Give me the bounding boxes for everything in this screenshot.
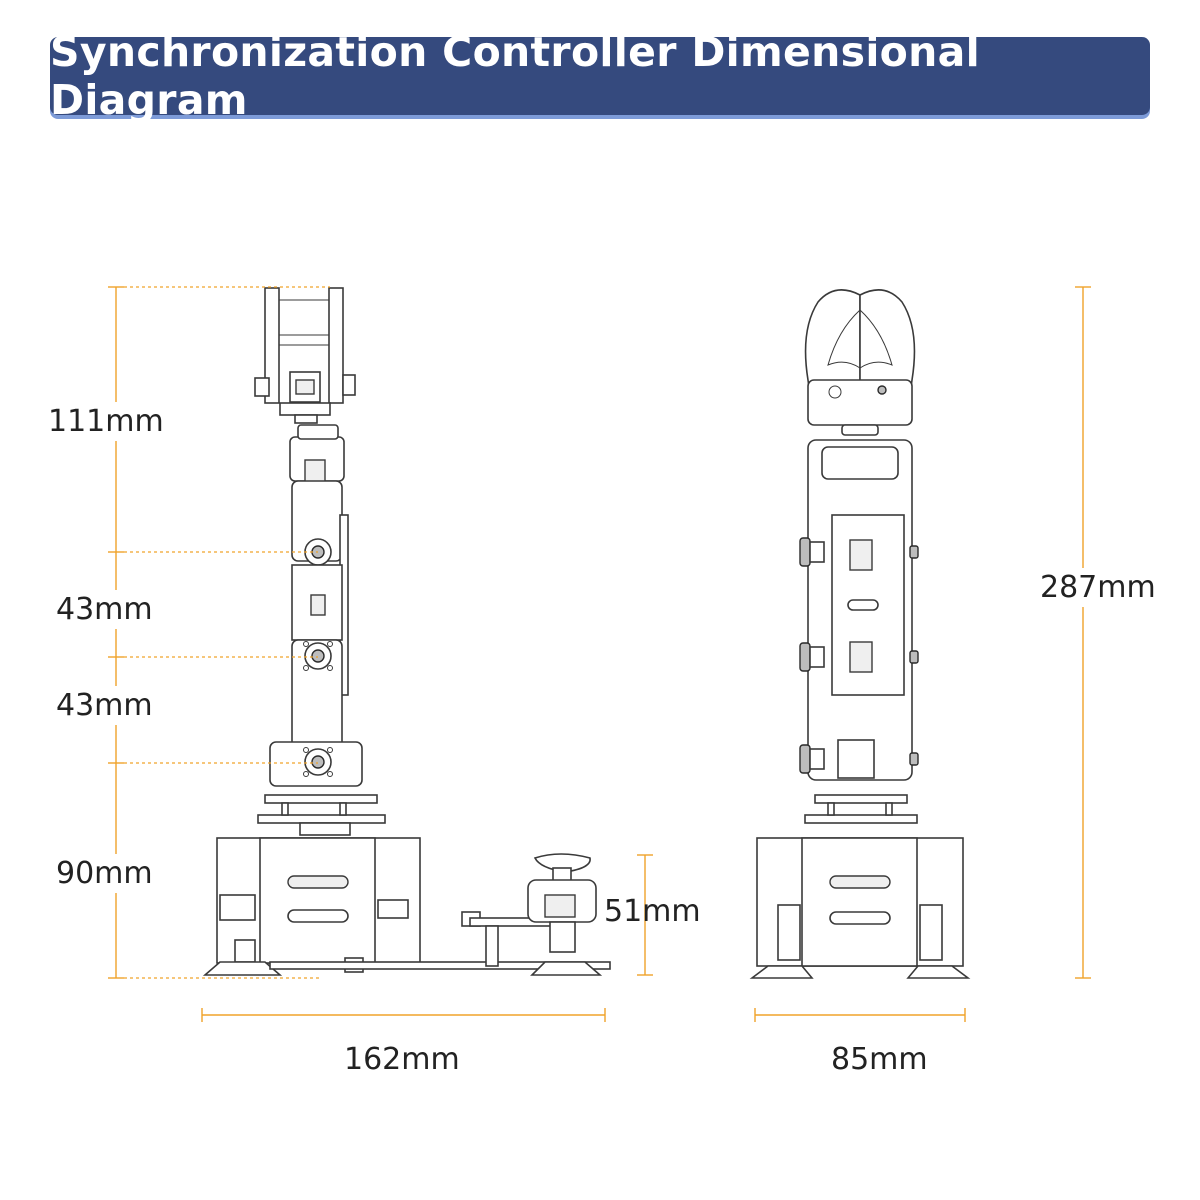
suction-foot-right: [530, 961, 603, 976]
front-knob-2: [799, 642, 811, 672]
front-view-drawing: [749, 289, 971, 979]
dim-lower-arm-segment: 43mm: [56, 686, 153, 725]
dim-base-height: 90mm: [56, 854, 153, 893]
dim-overall-height: 287mm: [1040, 568, 1156, 607]
dim-front-width: 85mm: [831, 1042, 928, 1077]
front-knob-3: [799, 744, 811, 774]
base-servo-box: [259, 837, 376, 964]
front-knob-1: [799, 537, 811, 567]
joystick-knob: [533, 853, 591, 873]
base-rail: [269, 961, 611, 970]
gripper-servo-front: [807, 379, 913, 426]
side-view-drawing: [202, 287, 611, 976]
front-base-box: [801, 837, 918, 967]
dim-joystick-height: 51mm: [604, 894, 701, 929]
diagram-title-bar: Synchronization Controller Dimensional D…: [50, 28, 1150, 124]
gripper-jaw-right: [859, 289, 916, 396]
front-foot-left: [749, 965, 814, 979]
gripper-right-plate: [328, 287, 344, 404]
dim-gripper-height: 111mm: [48, 402, 164, 441]
front-foot-right: [906, 965, 971, 979]
dim-upper-arm-segment: 43mm: [56, 590, 153, 629]
suction-foot-left: [202, 961, 283, 976]
gripper-jaw-left: [804, 289, 861, 396]
diagram-title: Synchronization Controller Dimensional D…: [50, 28, 980, 124]
dim-side-width: 162mm: [344, 1042, 460, 1077]
